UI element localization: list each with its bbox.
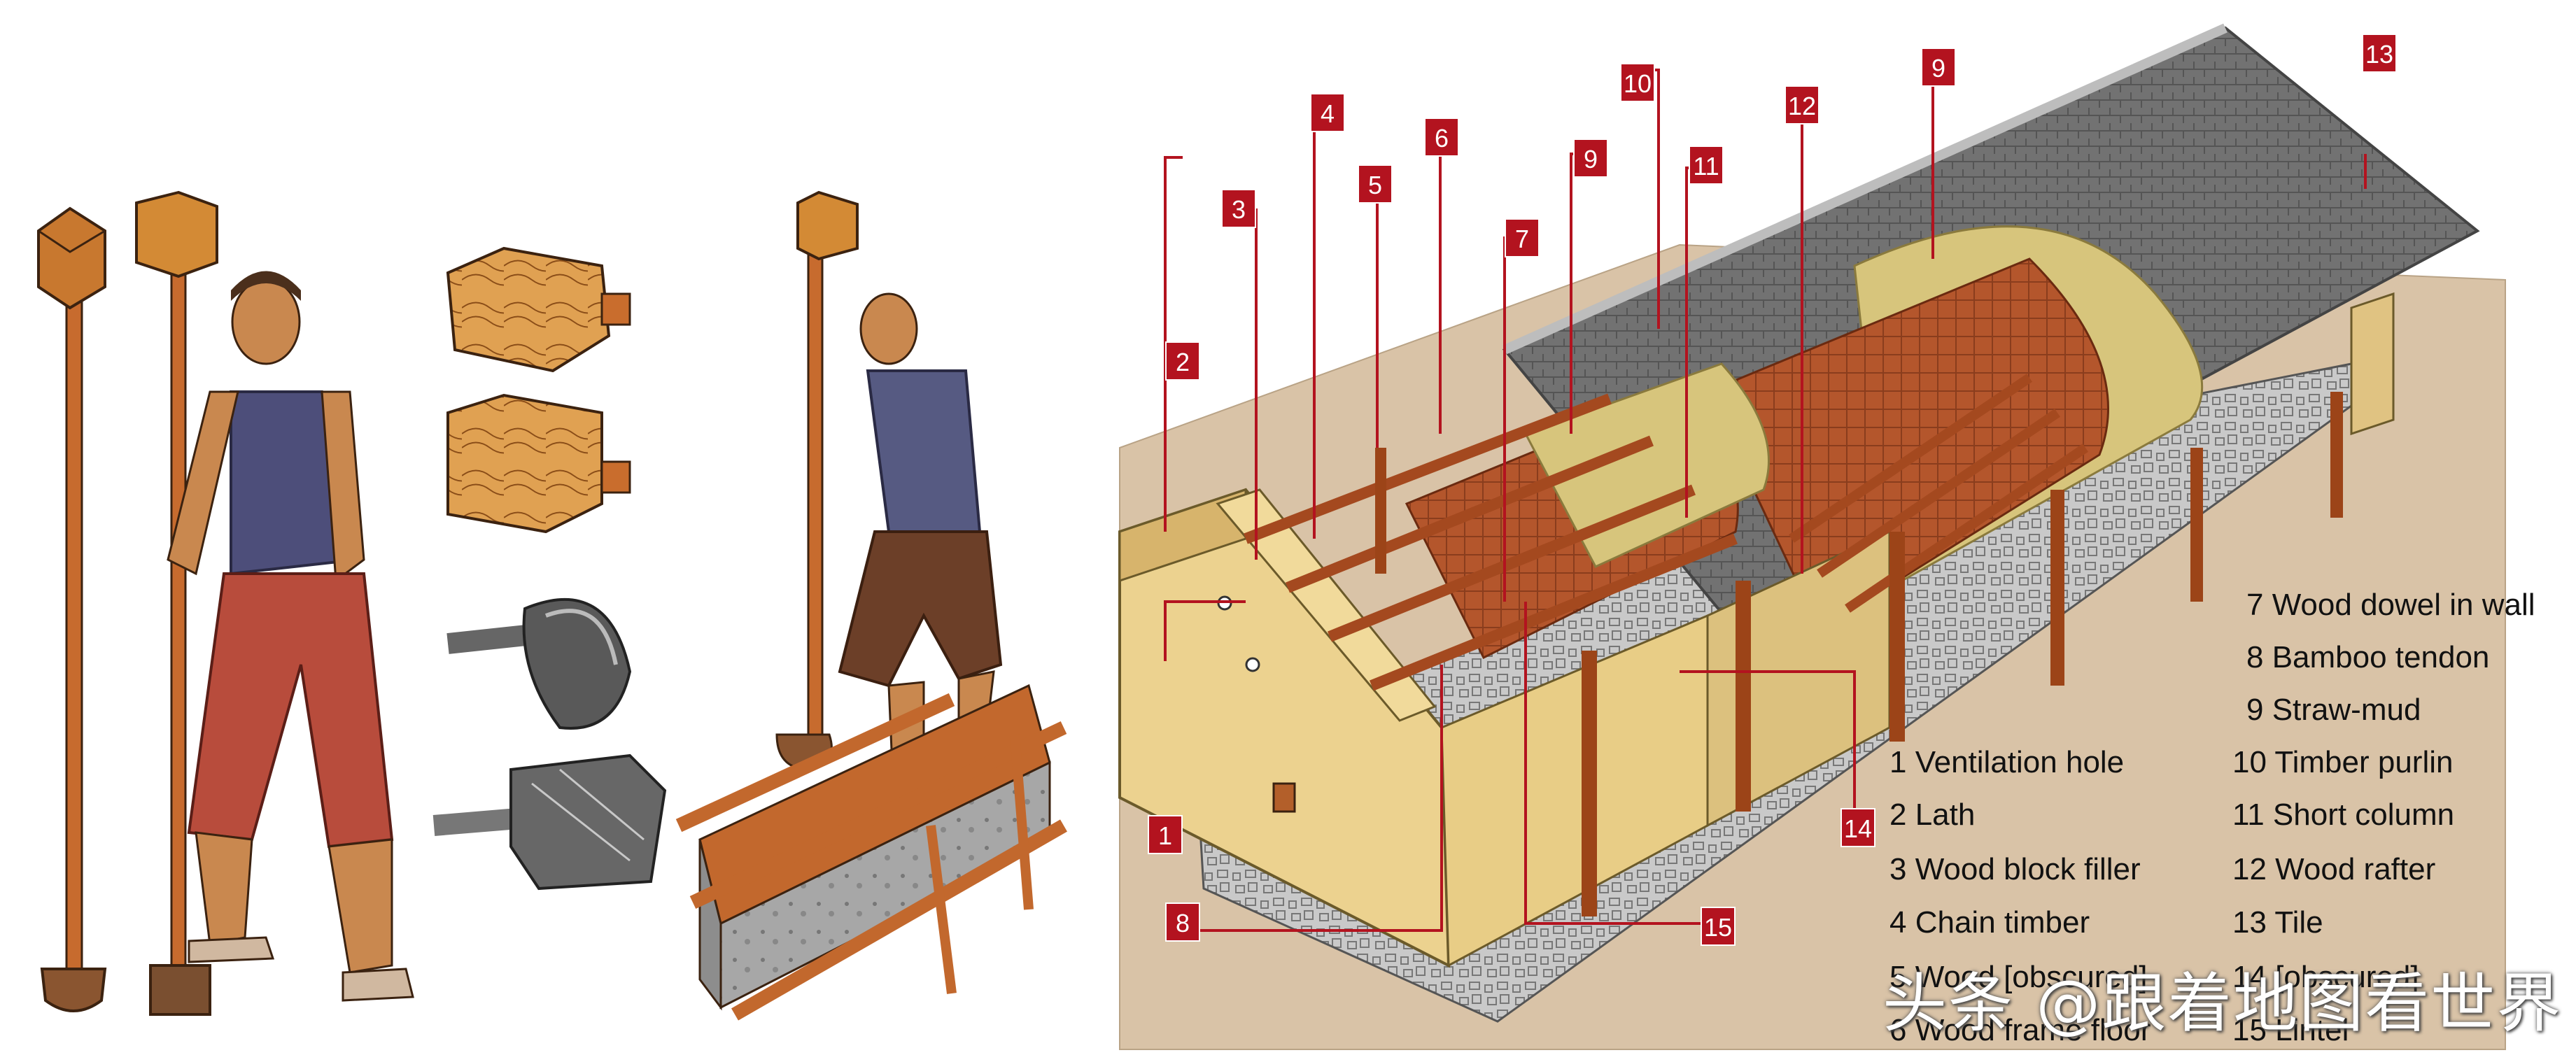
legend-item-9: 9 Straw-mud [2246,693,2421,727]
callout-10: 10 [1620,63,1655,102]
legend-item-5: 5 Wood [obscured] [1889,960,2148,994]
callout-3: 3 [1221,189,1256,228]
callout-14: 14 [1840,808,1875,847]
callout-2: 2 [1165,341,1200,381]
callout-13: 13 [2362,34,2397,73]
callout-9a: 9 [1573,139,1608,178]
callout-5: 5 [1358,164,1393,204]
flat-rammer-head [432,753,667,891]
legend-item-10: 10 Timber purlin [2232,745,2454,779]
callout-12: 12 [1785,85,1820,125]
legend-item-11: 11 Short column [2232,798,2455,832]
legend-item-13: 13 Tile [2232,905,2323,940]
legend-item-8: 8 Bamboo tendon [2246,640,2490,674]
wood-block-top [446,246,631,373]
legend-item-2: 2 Lath [1889,798,1976,832]
legend-item-1: 1 Ventilation hole [1889,745,2125,779]
round-rammer-head [446,597,632,730]
rammer-tool-held [135,190,218,1016]
building-cutaway [1118,23,2506,1050]
legend-item-6: 6 Wood frame floor [1889,1013,2151,1047]
wood-block-bottom [446,393,631,534]
watermark-text: 头条 @跟着地图看世界 [1882,966,2563,1041]
worker-figure-left [167,271,414,1002]
callout-9b: 9 [1921,48,1956,87]
callout-15: 15 [1701,907,1736,946]
callout-8: 8 [1165,902,1200,942]
callout-6: 6 [1424,118,1459,157]
callout-4: 4 [1310,93,1345,132]
callout-1: 1 [1148,815,1183,854]
rammer-tool-worker2 [775,190,859,771]
formwork-box [675,684,1067,1021]
callout-7: 7 [1505,218,1540,257]
rammer-tool-tall [37,206,107,1012]
legend-item-14: 14 [obscured] [2232,960,2419,994]
legend-item-3: 3 Wood block filler [1889,852,2141,886]
callout-11: 11 [1689,146,1724,185]
legend-item-15: 15 Lintel [2232,1013,2349,1047]
legend-item-7: 7 Wood dowel in wall [2246,588,2535,622]
legend-item-12: 12 Wood rafter [2232,852,2436,886]
legend-item-4: 4 Chain timber [1889,905,2090,940]
